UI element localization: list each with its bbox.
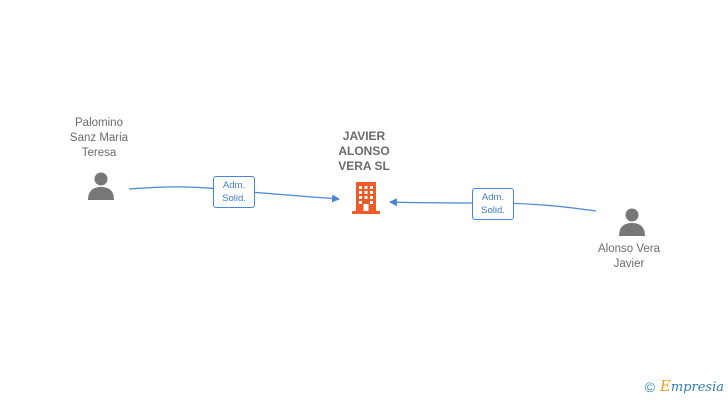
company-name-line-3: VERA SL	[338, 159, 390, 173]
brand-rest: mpresia	[670, 380, 724, 395]
person-name-line-2: Sanz Maria	[69, 132, 129, 144]
person-name-palomino[interactable]: Palomino Sanz Maria Teresa	[54, 116, 144, 161]
person-name-alonso[interactable]: Alonso Vera Javier	[584, 242, 674, 272]
company-name-line-2: ALONSO	[338, 144, 390, 158]
empresia-logo: © Empresia	[645, 378, 724, 396]
edge-role-badge[interactable]: Adm. Solid.	[213, 176, 255, 208]
edge-role-line-2: Solid.	[222, 193, 246, 204]
edge-role-line-2: Solid.	[481, 205, 505, 216]
company-name[interactable]: JAVIER ALONSO VERA SL	[324, 129, 404, 174]
copyright-symbol: ©	[644, 379, 655, 395]
building-icon[interactable]	[350, 180, 382, 214]
brand-first-letter: E	[659, 377, 671, 395]
edge-role-line-1: Adm.	[481, 192, 505, 203]
brand-name: Empresia	[660, 378, 724, 396]
edge-role-badge[interactable]: Adm. Solid.	[472, 188, 514, 220]
edge-role-line-1: Adm.	[222, 180, 246, 191]
company-name-line-1: JAVIER	[342, 129, 386, 143]
person-name-line-1: Palomino	[75, 117, 123, 129]
person-name-line-3: Teresa	[81, 147, 117, 159]
person-icon[interactable]	[86, 171, 116, 201]
person-name-line-2: Javier	[613, 258, 645, 270]
person-icon[interactable]	[617, 207, 647, 237]
person-name-line-1: Alonso Vera	[597, 243, 660, 255]
